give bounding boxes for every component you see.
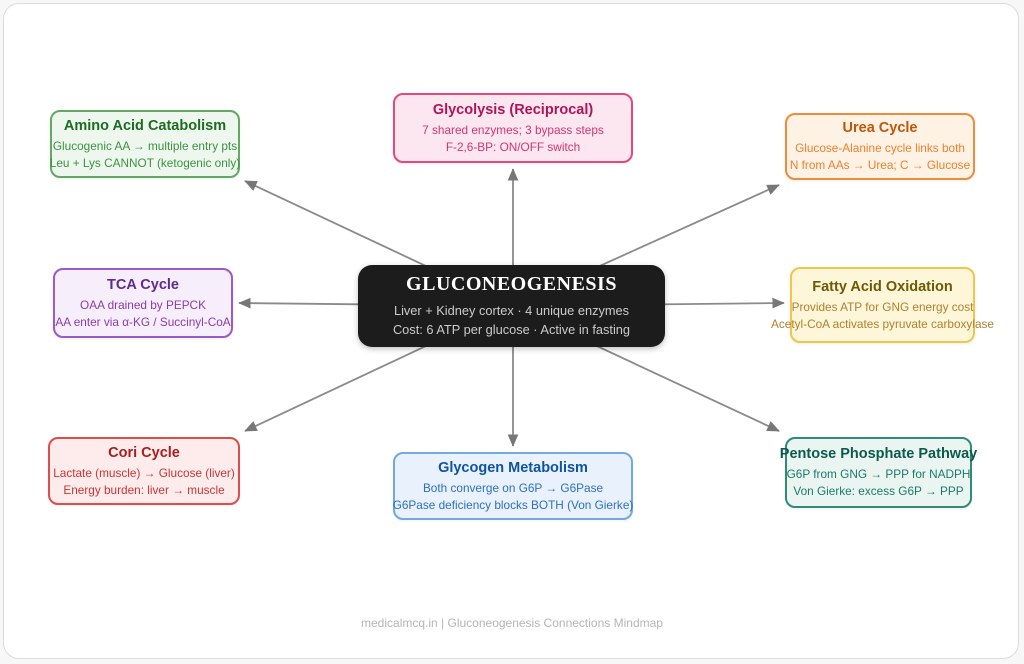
node-title: Amino Acid Catabolism — [63, 117, 227, 134]
node-title: Glycogen Metabolism — [438, 459, 588, 476]
node-amino-acid-catabolism: Amino Acid Catabolism Glucogenic AA → mu… — [50, 110, 240, 178]
node-line: Leu + Lys CANNOT (ketogenic only) — [49, 155, 241, 170]
node-title: TCA Cycle — [107, 276, 179, 293]
node-line: G6Pase deficiency blocks BOTH (Von Gierk… — [392, 497, 634, 512]
center-node-line: Liver + Kidney cortex · 4 unique enzymes — [393, 302, 630, 318]
node-title: Glycolysis (Reciprocal) — [432, 101, 594, 118]
node-line: OAA drained by PEPCK — [80, 297, 206, 312]
node-line: Energy burden: liver → muscle — [63, 482, 225, 497]
node-line: 7 shared enzymes; 3 bypass steps — [422, 122, 604, 137]
node-urea-cycle: Urea Cycle Glucose-Alanine cycle links b… — [785, 113, 975, 180]
node-line: Lactate (muscle) → Glucose (liver) — [53, 465, 235, 480]
node-title: Fatty Acid Oxidation — [812, 278, 953, 295]
node-line: Glucose-Alanine cycle links both — [795, 141, 965, 156]
node-title: Urea Cycle — [842, 120, 918, 137]
node-gluconeogenesis-center: GLUCONEOGENESIS Liver + Kidney cortex · … — [358, 265, 665, 347]
node-title: Pentose Phosphate Pathway — [779, 446, 978, 463]
node-line: F-2,6-BP: ON/OFF switch — [445, 139, 581, 154]
node-title: Cori Cycle — [108, 444, 180, 461]
node-line: Glucogenic AA → multiple entry pts — [52, 138, 238, 153]
node-cori-cycle: Cori Cycle Lactate (muscle) → Glucose (l… — [48, 437, 240, 505]
node-line: G6P from GNG → PPP for NADPH — [786, 467, 971, 482]
center-node-title: GLUCONEOGENESIS — [406, 272, 617, 295]
node-glycogen-metabolism: Glycogen Metabolism Both converge on G6P… — [393, 452, 633, 520]
node-line: Acetyl-CoA activates pyruvate carboxylas… — [771, 316, 994, 331]
watermark-text: medicalmcq.in | Gluconeogenesis Connecti… — [361, 616, 663, 630]
node-line: Provides ATP for GNG energy cost — [791, 299, 974, 314]
node-fatty-acid-oxidation: Fatty Acid Oxidation Provides ATP for GN… — [771, 267, 994, 343]
node-glycolysis-reciprocal: Glycolysis (Reciprocal) 7 shared enzymes… — [393, 93, 633, 163]
node-line: Von Gierke: excess G6P → PPP — [793, 484, 964, 499]
node-line: AA enter via α-KG / Succinyl-CoA — [55, 314, 231, 329]
node-tca-cycle: TCA Cycle OAA drained by PEPCK AA enter … — [53, 268, 233, 338]
node-line: Both converge on G6P → G6Pase — [422, 480, 604, 495]
node-line: N from AAs → Urea; C → Glucose — [789, 158, 971, 173]
node-pentose-phosphate-pathway: Pentose Phosphate Pathway G6P from GNG →… — [780, 437, 977, 508]
center-node-line: Cost: 6 ATP per glucose · Active in fast… — [392, 322, 631, 337]
